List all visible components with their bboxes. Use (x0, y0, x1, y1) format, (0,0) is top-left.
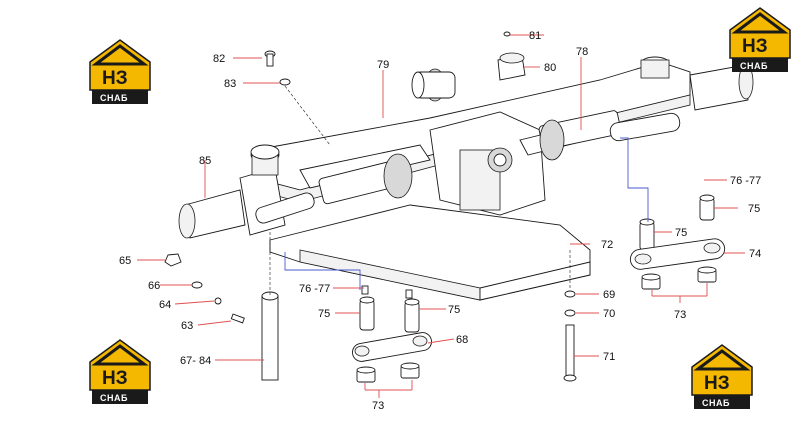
svg-text:НЗ: НЗ (742, 36, 768, 57)
label-74: 74 (749, 248, 761, 260)
label-75-right-b: 75 (675, 227, 687, 239)
label-69: 69 (603, 289, 615, 301)
label-67-84: 67- 84 (180, 355, 211, 367)
svg-text:НЗ: НЗ (102, 368, 128, 389)
brand-logo-bottom-right: НЗ СНАБ (691, 344, 753, 409)
label-72: 72 (601, 239, 613, 251)
leader-lines (137, 34, 745, 398)
brand-logo-top-right: НЗ СНАБ (729, 7, 791, 72)
label-81: 81 (529, 30, 541, 42)
label-70: 70 (603, 308, 615, 320)
svg-text:СНАБ: СНАБ (100, 93, 128, 103)
label-65: 65 (119, 255, 131, 267)
label-75-left-b: 75 (448, 304, 460, 316)
label-75-right-a: 75 (748, 203, 760, 215)
label-83: 83 (224, 78, 236, 90)
brand-logo-top-left: НЗ СНАБ (89, 39, 151, 104)
brand-logo-bottom-left: НЗ СНАБ (89, 339, 151, 404)
svg-text:СНАБ: СНАБ (702, 398, 730, 408)
svg-text:НЗ: НЗ (704, 373, 730, 394)
svg-text:СНАБ: СНАБ (740, 61, 768, 71)
label-73-right: 73 (674, 309, 686, 321)
label-76-77-right: 76 -77 (730, 175, 761, 187)
label-82: 82 (213, 53, 225, 65)
label-64: 64 (159, 299, 171, 311)
label-76-77-left: 76 -77 (299, 283, 330, 295)
svg-text:СНАБ: СНАБ (100, 393, 128, 403)
part-labels: 82 83 79 81 80 78 85 65 66 64 63 67- 84 … (119, 30, 761, 412)
label-85: 85 (199, 155, 211, 167)
label-66: 66 (148, 280, 160, 292)
label-68: 68 (456, 334, 468, 346)
label-63: 63 (181, 320, 193, 332)
label-79: 79 (377, 59, 389, 71)
svg-text:НЗ: НЗ (102, 68, 128, 89)
label-73-left: 73 (372, 400, 384, 412)
assembly-axes (269, 85, 649, 296)
label-78: 78 (576, 46, 588, 58)
small-parts (164, 31, 726, 383)
label-75-left-a: 75 (318, 308, 330, 320)
label-80: 80 (544, 62, 556, 74)
label-71: 71 (603, 351, 615, 363)
